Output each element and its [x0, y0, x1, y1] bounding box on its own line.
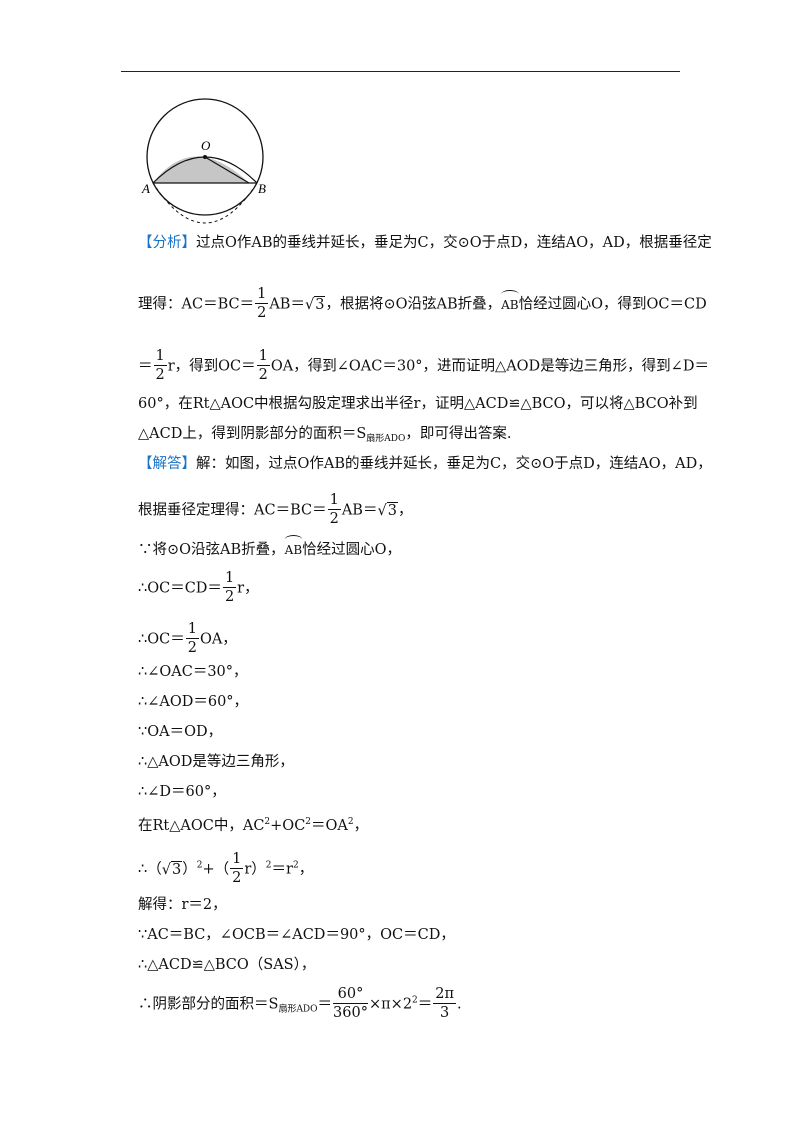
- solution-line-3: ∵将⊙O沿弦AB折叠，AB恰经过圆心O，: [138, 535, 401, 560]
- sqrt: √3: [377, 501, 398, 519]
- solution-line-1: 【解答】解：如图，过点O作AB的垂线并延长，垂足为C，交⊙O于点D，连结AO，A…: [138, 456, 712, 472]
- lower-arc-dashed: [152, 182, 258, 224]
- arc-ab: AB: [501, 289, 520, 315]
- solution-line-8: ∵OA＝OD，: [138, 724, 223, 740]
- fraction: 60°360°: [333, 986, 368, 1021]
- label-o: O: [201, 138, 211, 153]
- solution-line-6: ∴∠OAC＝30°，: [138, 664, 248, 680]
- sqrt: √3: [304, 295, 326, 313]
- shaded-region: [153, 156, 249, 183]
- center-point: [203, 155, 207, 159]
- arc-ab: AB: [284, 535, 303, 560]
- analysis-line-4: 60°，在Rt△AOC中根据勾股定理求出半径r，证明△ACD≌△BCO，可以将△…: [138, 396, 698, 412]
- solution-line-9: ∴△AOD是等边三角形，: [138, 754, 294, 770]
- solution-line-13: 解得：r＝2，: [138, 897, 227, 913]
- top-rule: [121, 71, 680, 72]
- label-b: B: [258, 181, 266, 196]
- sqrt: √3: [161, 860, 183, 878]
- circle-o: [146, 98, 264, 216]
- circle-figure: O A B: [141, 98, 266, 224]
- analysis-line-5: △ACD上，得到阴影部分的面积＝S扇形ADO，即可得出答案.: [138, 426, 512, 444]
- solution-line-14: ∵AC＝BC，∠OCB＝∠ACD＝90°，OC＝CD，: [138, 927, 455, 943]
- analysis-tag: 【分析】: [138, 235, 196, 251]
- solution-line-11: 在Rt△AOC中，AC2+OC2＝OA2，: [138, 817, 369, 834]
- solution-line-7: ∴∠AOD＝60°，: [138, 694, 249, 710]
- segment-ob: [204, 156, 250, 184]
- analysis-line-1: 【分析】过点O作AB的垂线并延长，垂足为C，交⊙O于点D，连结AO，AD，根据垂…: [138, 235, 712, 251]
- label-a: A: [141, 181, 150, 196]
- solution-line-10: ∴∠D＝60°，: [138, 784, 226, 800]
- solution-line-15: ∴△ACD≌△BCO（SAS），: [138, 957, 316, 973]
- solution-tag: 【解答】: [138, 456, 196, 472]
